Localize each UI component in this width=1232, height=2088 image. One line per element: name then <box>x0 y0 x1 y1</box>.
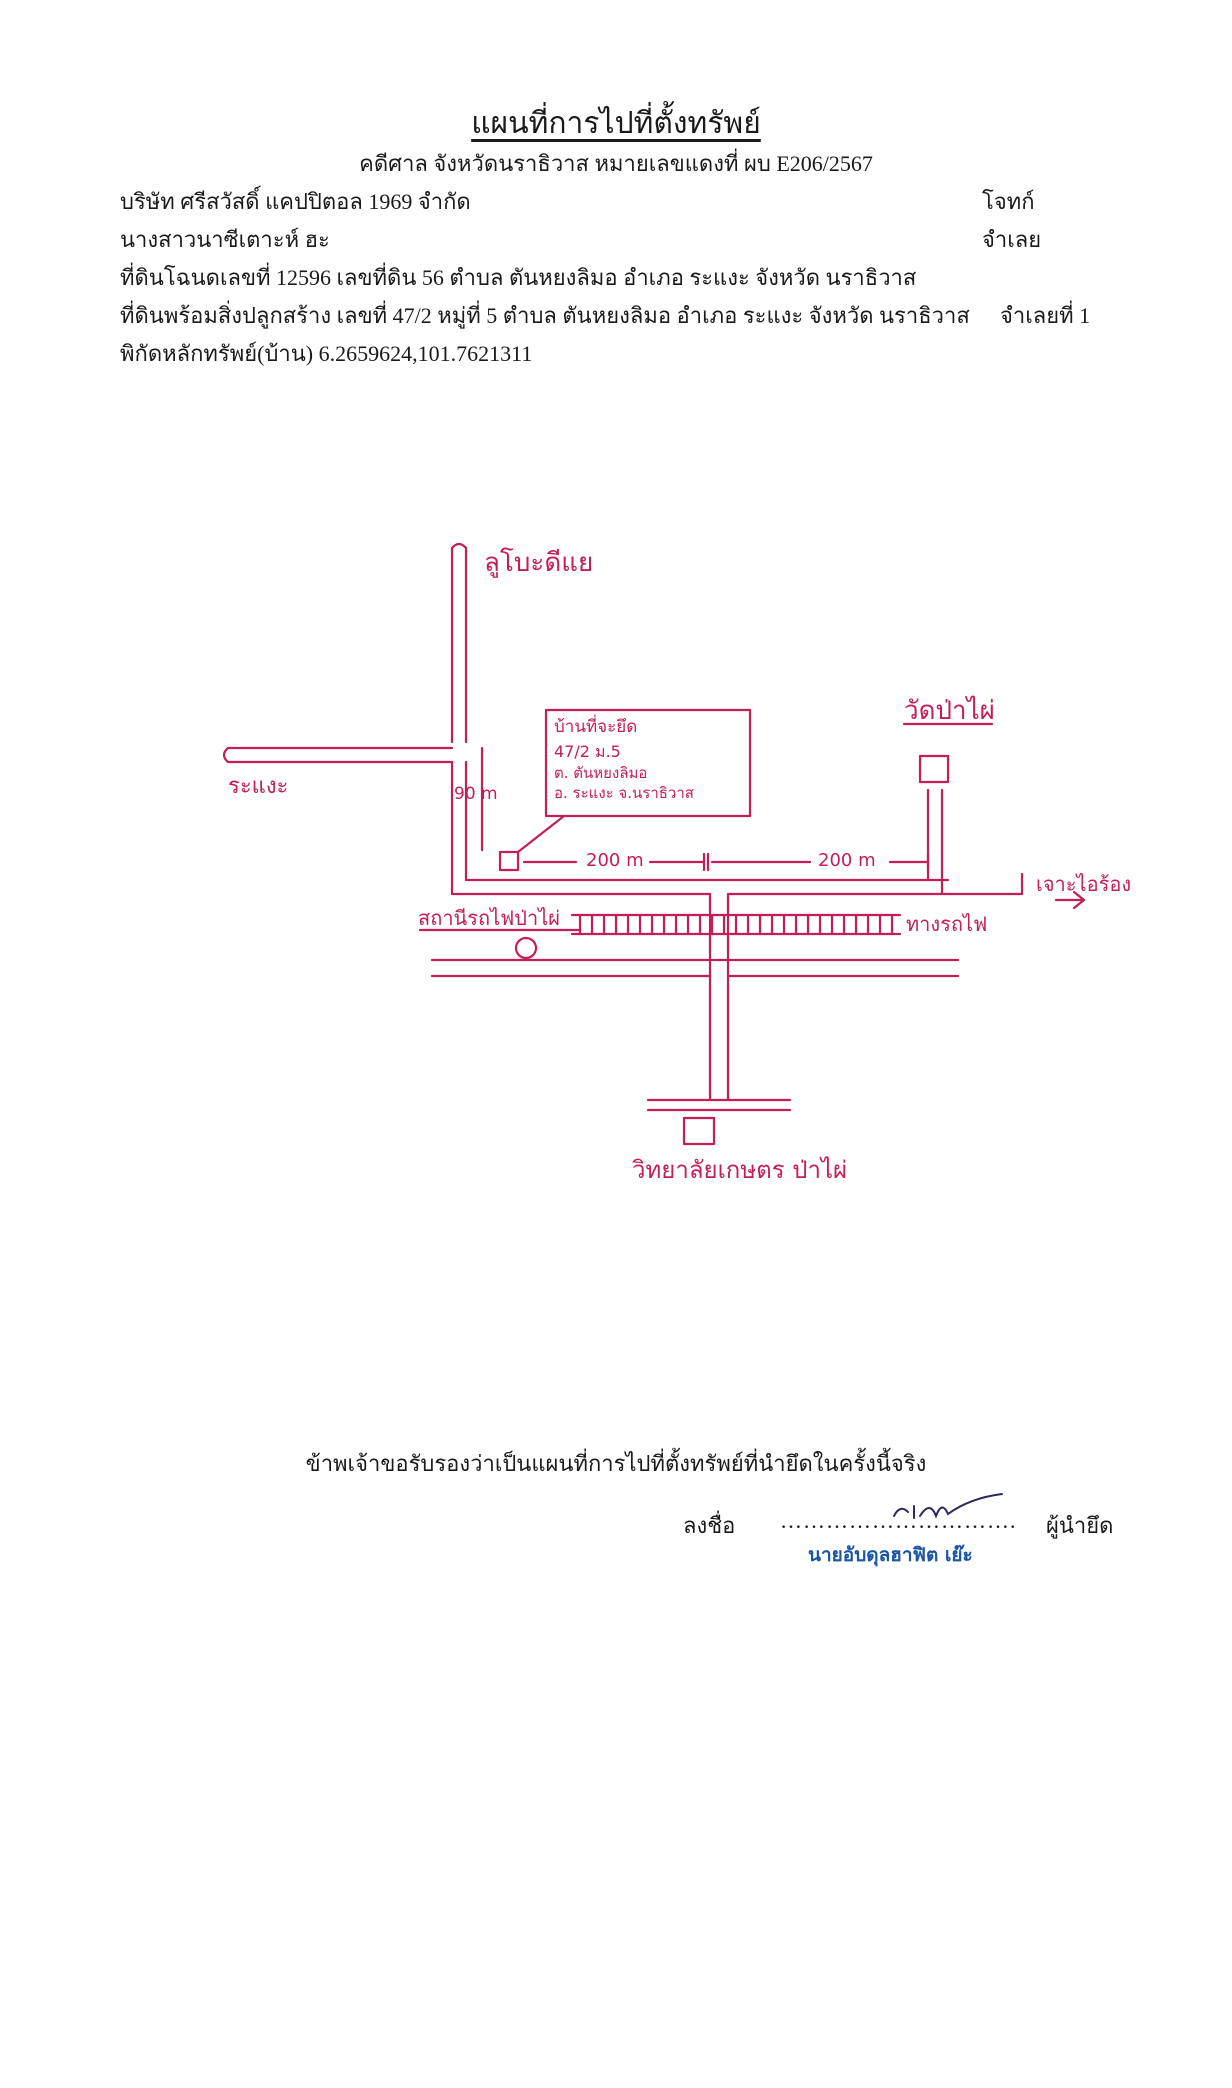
dimension-horizontal-2 <box>710 852 930 872</box>
road-crossing <box>708 892 730 1102</box>
signature-line: …………………………. <box>780 1508 1017 1533</box>
land-building-line: ที่ดินพร้อมสิ่งปลูกสร้าง เลขที่ 47/2 หมู… <box>120 303 970 328</box>
defendant-role: จำเลย <box>982 227 1042 252</box>
house-box-line-1: บ้านที่จะยึด <box>554 717 638 737</box>
defendant-number: จำเลยที่ 1 <box>1000 303 1091 328</box>
house-info-box <box>544 708 752 818</box>
label-distance-2: 200 m <box>818 850 876 871</box>
road-north <box>450 542 468 744</box>
label-temple: วัดป่าไผ่ <box>904 696 995 726</box>
label-west-road: ระแงะ <box>228 774 289 799</box>
case-number: คดีศาล จังหวัดนราธิวาส หมายเลขแดงที่ ผบ … <box>359 151 873 176</box>
house-box-line-4: อ. ระแงะ จ.นราธิวาส <box>554 784 694 802</box>
temple-marker <box>918 754 950 784</box>
label-railway: ทางรถไฟ <box>906 912 988 936</box>
road-west <box>222 746 454 764</box>
house-box-line-2: 47/2 ม.5 <box>554 742 621 761</box>
stamp-name: นายอับดุลฮาฟิต เย๊ะ <box>808 1544 973 1566</box>
sign-label: ลงชื่อ <box>683 1513 736 1538</box>
road-temple <box>926 788 944 896</box>
document-title: แผนที่การไปที่ตั้งทรัพย์ <box>471 107 761 140</box>
defendant-name: นางสาวนาซีเตาะห์ ฮะ <box>120 227 330 252</box>
label-distance-vertical: 90 m <box>454 784 498 804</box>
railway-ties <box>578 913 894 936</box>
station-marker <box>514 936 538 960</box>
location-map: ลูโบะดีแย ระแงะ วัดป่าไผ่ เจาะไอร้อง สถา… <box>200 510 1132 1210</box>
house-marker <box>498 850 520 872</box>
college-marker <box>682 1116 716 1146</box>
label-east-road: เจาะไอร้อง <box>1036 872 1132 896</box>
road-lower <box>430 958 960 978</box>
house-pointer <box>516 814 566 854</box>
plaintiff-role: โจทก์ <box>982 189 1035 214</box>
property-coordinates: พิกัดหลักทรัพย์(บ้าน) 6.2659624,101.7621… <box>120 341 533 366</box>
arrow-east <box>1054 890 1086 910</box>
road-south <box>646 1098 792 1112</box>
plaintiff-name: บริษัท ศรีสวัสดิ์ แคปปิตอล 1969 จำกัด <box>120 189 471 214</box>
dimension-horizontal-1 <box>522 852 710 872</box>
seizer-role: ผู้นำยึด <box>1046 1513 1114 1538</box>
label-north-road: ลูโบะดีแย <box>484 548 594 578</box>
label-station: สถานีรถไฟป่าไผ่ <box>418 906 560 930</box>
certification-statement: ข้าพเจ้าขอรับรองว่าเป็นแผนที่การไปที่ตั้… <box>305 1451 927 1476</box>
road-main <box>450 760 1024 896</box>
land-title-line: ที่ดินโฉนดเลขที่ 12596 เลขที่ดิน 56 ตำบล… <box>120 265 917 290</box>
signature-mark <box>893 1493 1003 1519</box>
house-box-line-3: ต. ตันหยงลิมอ <box>554 764 648 782</box>
map-drawing <box>222 542 1086 1146</box>
label-distance-1: 200 m <box>586 850 644 871</box>
label-college: วิทยาลัยเกษตร ป่าไผ่ <box>632 1156 848 1184</box>
